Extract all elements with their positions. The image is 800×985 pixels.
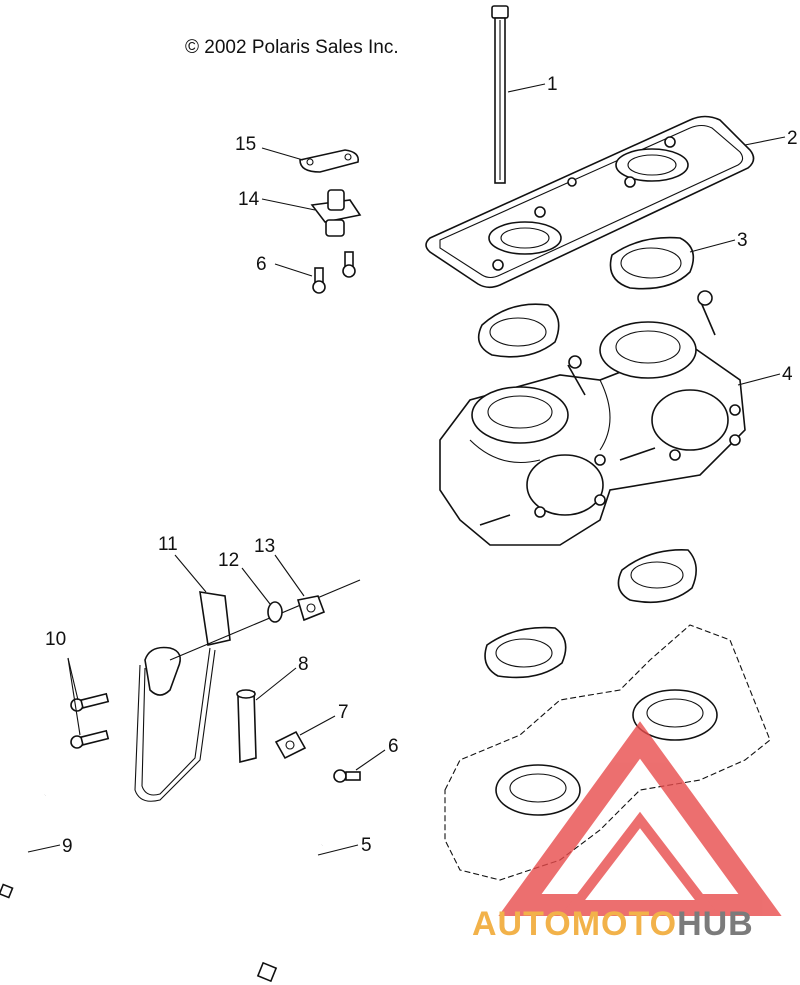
callout-10: 10 bbox=[45, 629, 66, 650]
callout-3: 3 bbox=[737, 230, 748, 251]
leader-15 bbox=[261, 147, 304, 161]
part-10-bolts bbox=[70, 692, 110, 749]
carb-gasket-upper bbox=[477, 303, 560, 358]
intake-manifold bbox=[444, 624, 771, 881]
watermark-part2: HUB bbox=[677, 905, 754, 943]
leader-10b bbox=[67, 657, 81, 736]
copyright-text: © 2002 Polaris Sales Inc. bbox=[185, 37, 399, 58]
callout-11: 11 bbox=[158, 534, 178, 555]
leader-2 bbox=[744, 136, 786, 146]
callout-15: 15 bbox=[235, 134, 256, 155]
leader-11 bbox=[174, 554, 207, 593]
callout-1: 1 bbox=[547, 74, 558, 95]
part-12-oring bbox=[267, 601, 283, 623]
callout-2: 2 bbox=[787, 128, 798, 149]
leader-6a bbox=[274, 263, 313, 277]
leader-4 bbox=[737, 373, 781, 386]
leader-6b bbox=[355, 749, 386, 771]
leader-12 bbox=[241, 567, 271, 605]
callout-14: 14 bbox=[238, 189, 260, 210]
leader-5 bbox=[317, 844, 359, 856]
leader-14 bbox=[261, 198, 316, 211]
callout-8: 8 bbox=[298, 654, 309, 675]
callout-12: 12 bbox=[218, 550, 239, 571]
leader-3 bbox=[689, 239, 736, 253]
part-8-hose bbox=[236, 689, 257, 764]
part-7-clip bbox=[274, 730, 307, 760]
leader-1 bbox=[507, 83, 546, 93]
callout-4: 4 bbox=[782, 364, 793, 385]
part-13-clamp bbox=[296, 595, 326, 622]
callout-9: 9 bbox=[62, 836, 73, 857]
part-6-screw-lower bbox=[333, 769, 361, 783]
callout-7: 7 bbox=[338, 702, 349, 723]
callout-6a: 6 bbox=[256, 254, 267, 275]
callout-5: 5 bbox=[361, 835, 372, 856]
part-1-bolt bbox=[491, 5, 509, 184]
leader-7 bbox=[299, 715, 336, 736]
part-14-housing bbox=[310, 189, 362, 237]
watermark-part1: AUTOMOTO bbox=[472, 905, 677, 943]
leader-8 bbox=[255, 667, 297, 701]
callout-13: 13 bbox=[254, 536, 275, 557]
part-11-sensor bbox=[134, 579, 361, 802]
part-15-plate bbox=[299, 149, 360, 173]
part-4-carburetor bbox=[439, 290, 746, 546]
carb-gasket-lower-right bbox=[617, 549, 697, 604]
leader-10a bbox=[67, 657, 79, 701]
watermark-logo bbox=[498, 721, 782, 916]
carb-gasket-lower-left bbox=[484, 626, 567, 679]
watermark-text: AUTOMOTOHUB bbox=[472, 905, 754, 943]
part-3-gasket bbox=[609, 236, 695, 290]
leader-13 bbox=[274, 554, 305, 597]
part-5-rod bbox=[256, 844, 324, 983]
part-9-rod bbox=[0, 794, 47, 899]
part-2-cover bbox=[425, 115, 755, 289]
leader-9 bbox=[27, 844, 61, 853]
callout-6b: 6 bbox=[388, 736, 399, 757]
part-6-screws-upper bbox=[312, 251, 356, 294]
